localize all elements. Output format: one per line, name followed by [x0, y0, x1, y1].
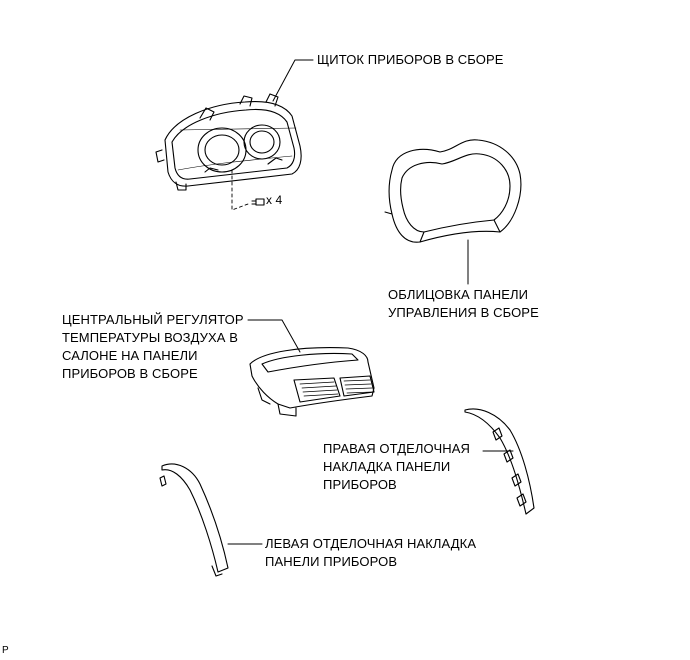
screw-icon [251, 198, 265, 206]
instrument-cluster-drawing [155, 93, 302, 191]
left-trim-drawing [159, 463, 229, 577]
label-instrument-cluster: ЩИТОК ПРИБОРОВ В СБОРЕ [317, 52, 504, 67]
corner-mark: P [2, 645, 9, 656]
label-screw-count: x 4 [266, 193, 283, 207]
label-left-trim: ЛЕВАЯ ОТДЕЛОЧНАЯ НАКЛАДКА ПАНЕЛИ ПРИБОРО… [265, 536, 477, 569]
cluster-bezel-drawing [384, 139, 522, 243]
label-cluster-bezel: ОБЛИЦОВКА ПАНЕЛИ УПРАВЛЕНИЯ В СБОРЕ [388, 287, 539, 320]
center-register-drawing [249, 347, 375, 417]
label-right-trim: ПРАВАЯ ОТДЕЛОЧНАЯ НАКЛАДКА ПАНЕЛИ ПРИБОР… [323, 441, 470, 492]
right-trim-drawing [464, 408, 535, 515]
label-center-register: ЦЕНТРАЛЬНЫЙ РЕГУЛЯТОР ТЕМПЕРАТУРЫ ВОЗДУХ… [62, 312, 244, 381]
